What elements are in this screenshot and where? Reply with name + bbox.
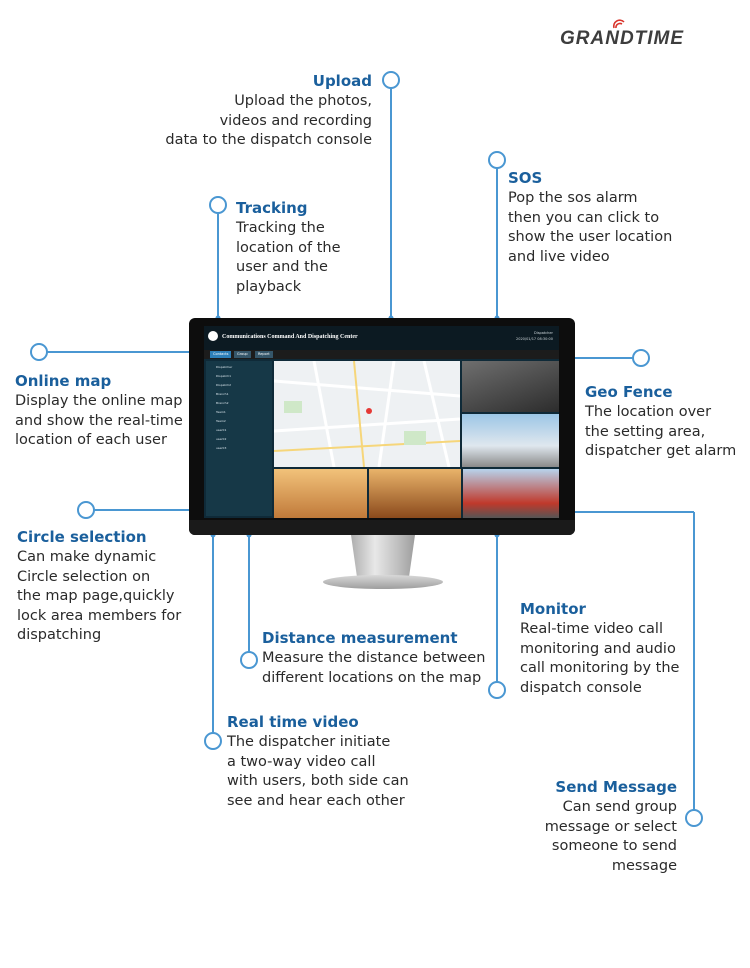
geo-fence-node: [632, 349, 650, 367]
tree-item[interactable]: Dispatcher: [216, 365, 233, 369]
distance-title: Distance measurement: [262, 629, 458, 647]
circle-selection-callout: Circle selection Can make dynamic Circle…: [17, 527, 197, 646]
circle-selection-node: [77, 501, 95, 519]
send-message-title: Send Message: [555, 778, 677, 796]
sos-node: [488, 151, 506, 169]
app-header: [204, 326, 559, 350]
circle-selection-desc: Can make dynamic Circle selection on the…: [17, 549, 182, 643]
tracking-callout: Tracking Tracking the location of the us…: [236, 198, 386, 297]
real-time-video-title: Real time video: [227, 713, 359, 731]
upload-title: Upload: [312, 72, 372, 90]
app-title: Communications Command And Dispatching C…: [222, 334, 358, 340]
sos-callout: SOS Pop the sos alarm then you can click…: [508, 168, 708, 267]
monitor-callout: Monitor Real-time video call monitoring …: [520, 599, 695, 698]
grandtime-logo: GRANDTIME: [560, 19, 685, 50]
upload-desc: Upload the photos, videos and recording …: [165, 93, 372, 148]
tree-item[interactable]: Dispatch1: [216, 374, 232, 378]
signal-icon: [612, 19, 625, 29]
tracking-node: [209, 196, 227, 214]
online-map-desc: Display the online map and show the real…: [15, 393, 183, 448]
upload-node: [382, 71, 400, 89]
monitor-chin: [189, 520, 575, 535]
map-streets: [274, 361, 460, 467]
upload-callout: Upload Upload the photos, videos and rec…: [160, 71, 372, 151]
send-message-callout: Send Message Can send group message or s…: [520, 777, 677, 876]
tree-item[interactable]: Team2: [216, 419, 226, 423]
dispatch-console-screen: Communications Command And Dispatching C…: [204, 326, 559, 518]
contacts-tree: Dispatcher Dispatch1 Dispatch2 Branch1 B…: [206, 361, 272, 516]
geo-fence-desc: The location over the setting area, disp…: [585, 404, 737, 459]
online-map-callout: Online map Display the online map and sh…: [15, 371, 195, 451]
app-user-time: 2020/01/17 08:30:00: [515, 337, 553, 341]
app-toolbar: [204, 350, 559, 359]
geo-fence-callout: Geo Fence The location over the setting …: [585, 382, 745, 462]
logo-text: GRANDTIME: [560, 28, 685, 49]
tree-item[interactable]: user01: [216, 428, 227, 432]
app-user-info: Dispatcher 2020/01/17 08:30:00: [516, 330, 553, 342]
app-logo-icon: [208, 331, 218, 341]
tab-report[interactable]: Report: [255, 351, 273, 358]
online-map-title: Online map: [15, 372, 112, 390]
tree-item[interactable]: user02: [216, 437, 227, 441]
sos-title: SOS: [508, 169, 543, 187]
send-message-node: [685, 809, 703, 827]
tab-group[interactable]: Group: [234, 351, 251, 358]
tab-contacts[interactable]: Contacts: [210, 351, 232, 358]
real-time-video-node: [204, 732, 222, 750]
map-pin-icon: [366, 408, 372, 414]
tree-item[interactable]: Team1: [216, 410, 226, 414]
video-feed-1[interactable]: [462, 361, 559, 412]
video-feed-2[interactable]: [462, 414, 559, 467]
tracking-desc: Tracking the location of the user and th…: [236, 220, 341, 295]
distance-node: [240, 651, 258, 669]
online-map-view[interactable]: [274, 361, 460, 467]
tree-item[interactable]: Branch1: [216, 392, 229, 396]
app-user-name: Dispatcher: [534, 331, 553, 335]
real-time-video-callout: Real time video The dispatcher initiate …: [227, 712, 427, 811]
sos-desc: Pop the sos alarm then you can click to …: [508, 190, 673, 265]
send-message-desc: Can send group message or select someone…: [544, 799, 677, 874]
video-feed-3[interactable]: [274, 469, 367, 518]
distance-callout: Distance measurement Measure the distanc…: [262, 628, 497, 688]
geo-fence-title: Geo Fence: [585, 383, 673, 401]
online-map-node: [30, 343, 48, 361]
monitor-node: [488, 681, 506, 699]
tree-item[interactable]: user03: [216, 446, 227, 450]
video-feed-4[interactable]: [369, 469, 461, 518]
circle-selection-title: Circle selection: [17, 528, 147, 546]
video-feed-5[interactable]: [463, 469, 559, 518]
monitor-desc: Real-time video call monitoring and audi…: [520, 621, 680, 696]
tree-item[interactable]: Dispatch2: [216, 383, 232, 387]
monitor-stand-base: [323, 575, 443, 589]
distance-desc: Measure the distance between different l…: [262, 650, 486, 686]
tracking-title: Tracking: [236, 199, 308, 217]
monitor-title: Monitor: [520, 600, 586, 618]
monitor-stand-neck: [351, 535, 415, 580]
real-time-video-desc: The dispatcher initiate a two-way video …: [227, 734, 409, 809]
tree-item[interactable]: Branch2: [216, 401, 229, 405]
